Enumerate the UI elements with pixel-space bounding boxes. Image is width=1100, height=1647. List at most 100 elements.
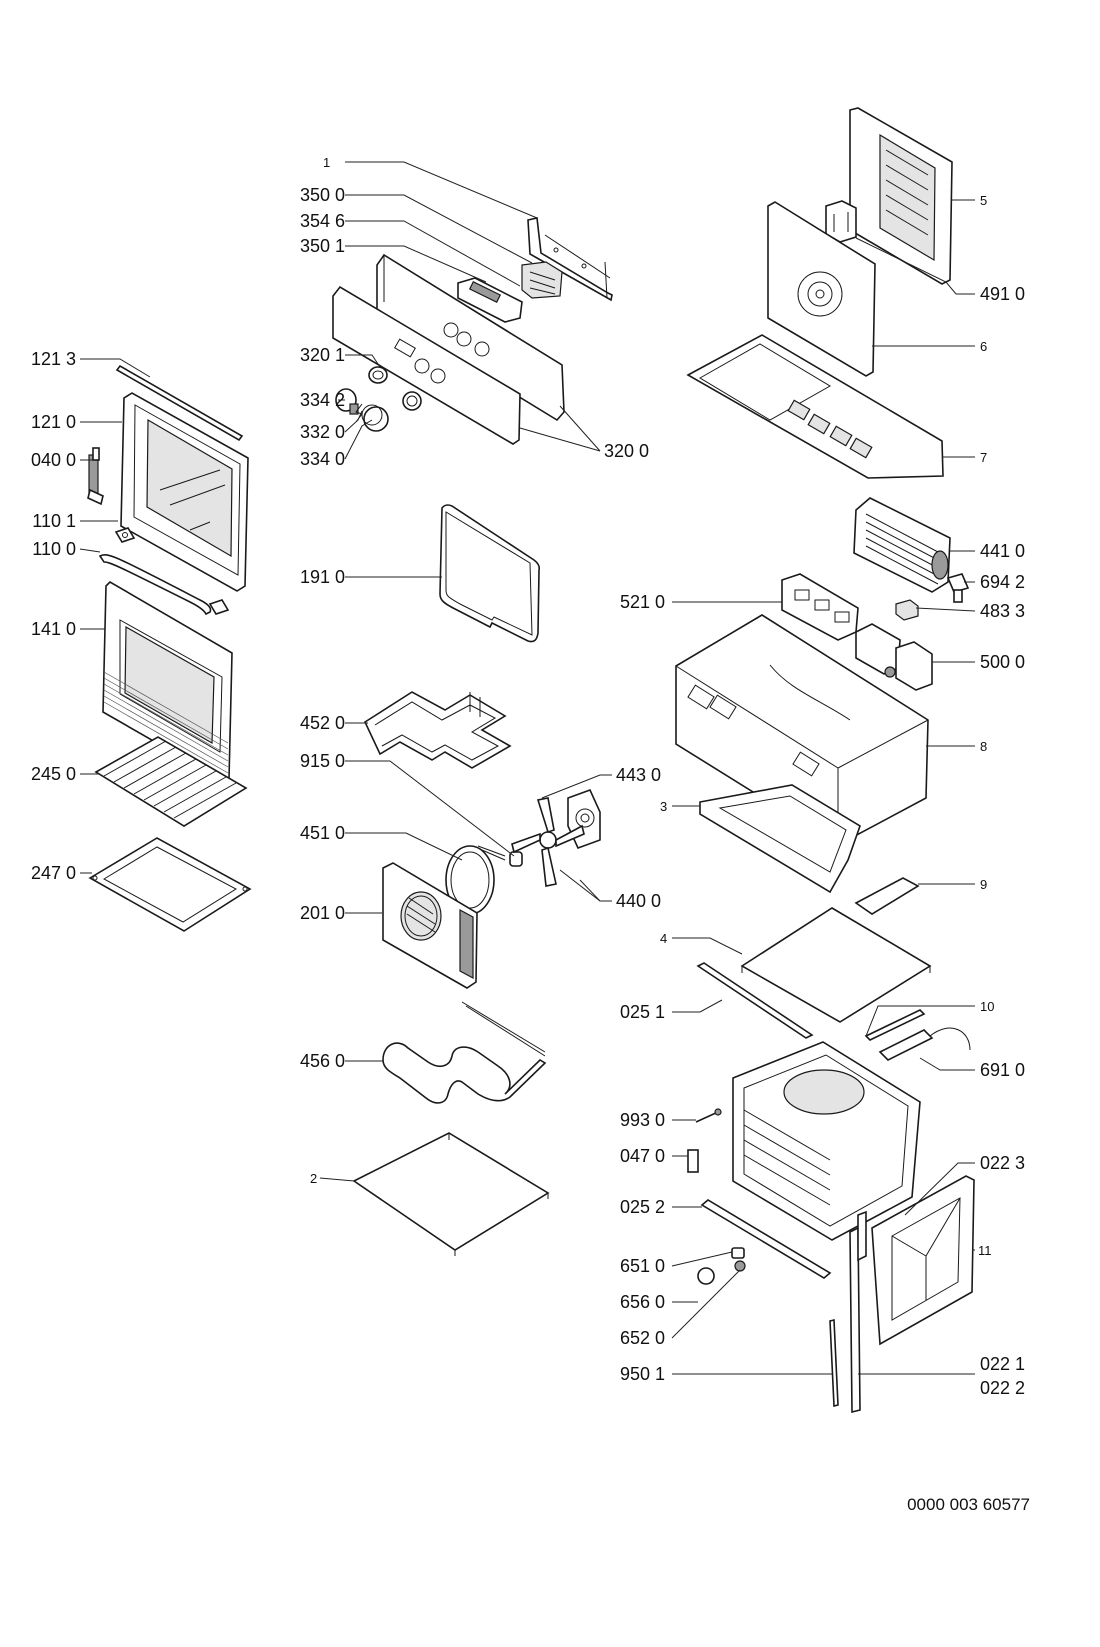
label-part-1: 1 [323, 155, 330, 170]
label-part-332-0: 332 0 [300, 422, 345, 442]
door-frame-11 [871, 1175, 975, 1346]
top-grill-element [363, 691, 512, 769]
label-part-440-0: 440 0 [616, 891, 661, 911]
label-part-201-0: 201 0 [300, 903, 345, 923]
control-knob-large [361, 404, 389, 432]
label-part-141-0: 141 0 [31, 619, 76, 639]
label-part-500-0: 500 0 [980, 652, 1025, 672]
thermostat-sensor [946, 573, 970, 603]
back-wall-panel [767, 201, 876, 377]
knob-shaft [697, 1247, 746, 1285]
control-panel-front [332, 285, 521, 445]
door-lock-switch [878, 1027, 971, 1061]
oven-seal-gasket [439, 504, 541, 643]
label-part-441-0: 441 0 [980, 541, 1025, 561]
lower-heating-element [382, 1001, 547, 1104]
label-part-040-0: 040 0 [31, 450, 76, 470]
label-part-350-1: 350 1 [300, 236, 345, 256]
label-part-022-1: 022 1 [980, 1354, 1025, 1374]
screw [695, 1108, 722, 1123]
label-part-483-3: 483 3 [980, 601, 1025, 621]
label-part-121-0: 121 0 [31, 412, 76, 432]
label-part-8: 8 [980, 739, 987, 754]
label-part-652-0: 652 0 [620, 1328, 665, 1348]
door-top-strip [115, 364, 244, 442]
label-part-025-1: 025 1 [620, 1002, 665, 1022]
label-part-320-0: 320 0 [604, 441, 649, 461]
label-part-691-0: 691 0 [980, 1060, 1025, 1080]
connector-block [895, 599, 919, 621]
door-handle [98, 554, 212, 616]
top-cover-panel [686, 334, 944, 479]
label-part-025-2: 025 2 [620, 1197, 665, 1217]
oven-door-inner [120, 392, 249, 592]
label-part-3: 3 [660, 799, 667, 814]
bottom-rail [700, 1199, 832, 1279]
side-rail-right [864, 1009, 926, 1041]
knob-ring [368, 366, 422, 411]
label-part-491-0: 491 0 [980, 284, 1025, 304]
control-panel-bracket [527, 217, 613, 302]
fan-cover-panel [382, 862, 478, 989]
label-part-656-0: 656 0 [620, 1292, 665, 1312]
label-part-10: 10 [980, 999, 994, 1014]
label-part-022-2: 022 2 [980, 1378, 1025, 1398]
label-part-7: 7 [980, 450, 987, 465]
control-knob-small [335, 388, 359, 415]
fan-blade [511, 797, 585, 887]
label-part-022-3: 022 3 [980, 1153, 1025, 1173]
label-part-245-0: 245 0 [31, 764, 76, 784]
tangential-fan [853, 497, 951, 593]
label-part-350-0: 350 0 [300, 185, 345, 205]
clock-display-module [457, 277, 523, 323]
label-part-443-0: 443 0 [616, 765, 661, 785]
label-part-191-0: 191 0 [300, 567, 345, 587]
side-rail-left [696, 962, 814, 1039]
hinge-bracket-small [114, 527, 136, 543]
label-part-452-0: 452 0 [300, 713, 345, 733]
door-hinge [87, 447, 104, 506]
wire-shelf-rack [94, 736, 248, 827]
leader-lines [79, 161, 976, 1375]
label-part-121-3: 121 3 [31, 349, 76, 369]
label-part-651-0: 651 0 [620, 1256, 665, 1276]
label-part-047-0: 047 0 [620, 1146, 665, 1166]
label-part-993-0: 993 0 [620, 1110, 665, 1130]
baking-tray [88, 837, 252, 932]
label-part-334-0: 334 0 [300, 449, 345, 469]
base-plate [740, 907, 932, 1023]
label-part-110-1: 110 1 [32, 511, 76, 531]
oven-housing-frame [675, 614, 929, 846]
hinge-bracket-right [208, 599, 230, 615]
label-part-110-0: 110 0 [32, 539, 76, 559]
small-bracket-plate [854, 877, 920, 915]
label-part-320-1: 320 1 [300, 345, 345, 365]
relay-switch-assembly [855, 623, 933, 691]
vertical-trim-strip [829, 1318, 839, 1408]
bottom-cover-plate [352, 1132, 550, 1256]
label-part-2: 2 [310, 1171, 317, 1186]
label-part-11: 11 [978, 1243, 992, 1258]
programmer-module [521, 261, 563, 299]
lower-frame-plate [699, 784, 861, 894]
side-trim-strips [849, 1210, 867, 1414]
oven-cavity [732, 1041, 921, 1241]
label-part-6: 6 [980, 339, 987, 354]
label-part-451-0: 451 0 [300, 823, 345, 843]
label-part-334-2: 334 2 [300, 390, 345, 410]
label-part-354-6: 354 6 [300, 211, 345, 231]
label-part-521-0: 521 0 [620, 592, 665, 612]
part-labels: 1 350 0 354 6 350 1 121 3 320 1 121 0 33… [31, 155, 1025, 1398]
label-part-9: 9 [980, 877, 987, 892]
label-part-247-0: 247 0 [31, 863, 76, 883]
electronic-control-bracket [781, 573, 859, 641]
hinge-receiver [687, 1149, 699, 1173]
door-outer-glass [102, 580, 233, 783]
document-reference-number: 0000 003 60577 [907, 1495, 1030, 1514]
label-part-950-1: 950 1 [620, 1364, 665, 1384]
label-part-456-0: 456 0 [300, 1051, 345, 1071]
label-part-694-2: 694 2 [980, 572, 1025, 592]
label-part-915-0: 915 0 [300, 751, 345, 771]
label-part-4: 4 [660, 931, 667, 946]
